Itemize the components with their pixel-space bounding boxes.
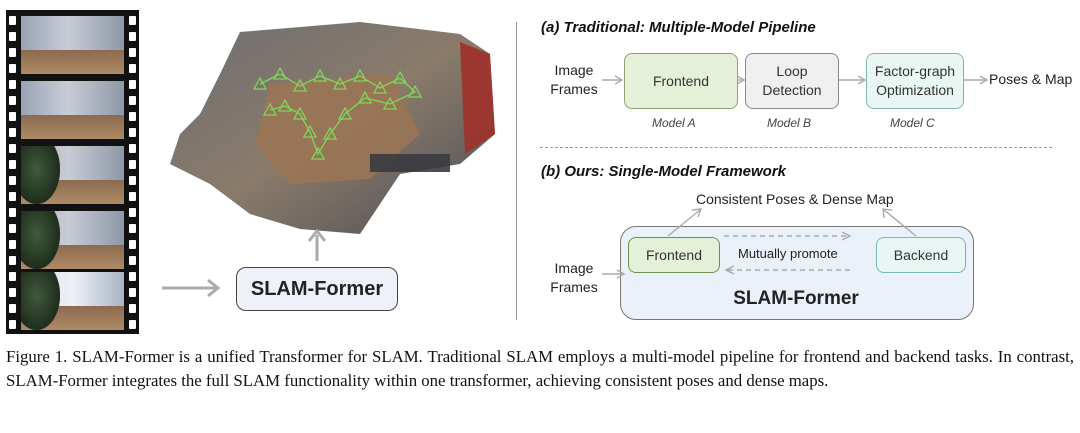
film-sprocket-hole bbox=[9, 80, 16, 89]
film-sprocket-hole bbox=[9, 128, 16, 137]
film-sprocket-hole bbox=[129, 176, 136, 185]
model-a-label: Model A bbox=[652, 116, 696, 130]
film-sprocket-hole bbox=[129, 160, 136, 169]
pipeline-a-title: (a) Traditional: Multiple-Model Pipeline bbox=[541, 19, 816, 36]
film-sprocket-hole bbox=[129, 64, 136, 73]
mutually-promote-label: Mutually promote bbox=[738, 246, 838, 261]
camera-frustum bbox=[332, 76, 348, 90]
film-sprocket-hole bbox=[9, 64, 16, 73]
kitchen-counter bbox=[370, 154, 450, 172]
frontend-box-b: Frontend bbox=[628, 237, 720, 273]
pipeline-a-arrows bbox=[602, 75, 989, 85]
frame-thumbnail bbox=[21, 81, 124, 139]
film-sprocket-hole bbox=[9, 16, 16, 25]
camera-frustum bbox=[277, 98, 293, 112]
frontend-label: Frontend bbox=[652, 72, 710, 89]
film-sprocket-hole bbox=[9, 208, 16, 217]
up-arrow bbox=[307, 228, 327, 261]
film-sprocket-hole bbox=[129, 80, 136, 89]
camera-frustum bbox=[252, 76, 268, 90]
camera-trajectory bbox=[252, 66, 423, 160]
film-sprocket-hole bbox=[9, 160, 16, 169]
backend-label: Backend bbox=[893, 246, 949, 263]
right-arrow bbox=[162, 278, 221, 298]
camera-frustum bbox=[382, 96, 398, 110]
red-wall bbox=[460, 42, 495, 154]
film-sprocket-hole bbox=[129, 96, 136, 105]
film-sprocket-hole bbox=[129, 320, 136, 329]
film-sprocket-hole bbox=[9, 96, 16, 105]
framework-b-arrows bbox=[602, 208, 917, 279]
camera-frustum bbox=[372, 80, 388, 94]
film-sprocket-hole bbox=[9, 192, 16, 201]
framework-b-output-label: Consistent Poses & Dense Map bbox=[696, 191, 894, 207]
film-sprocket-hole bbox=[9, 272, 16, 281]
camera-frustum bbox=[337, 106, 353, 120]
factor-graph-box: Factor-graph Optimization bbox=[866, 53, 964, 109]
pipeline-a-output-label: Poses & Map bbox=[989, 71, 1073, 87]
frontend-box: Frontend bbox=[624, 53, 738, 109]
backend-box: Backend bbox=[876, 237, 966, 273]
figure-caption: Figure 1. SLAM-Former is a unified Trans… bbox=[6, 347, 1074, 390]
film-sprocket-hole bbox=[129, 32, 136, 41]
film-sprocket-hole bbox=[129, 192, 136, 201]
point-cloud-reconstruction bbox=[170, 22, 495, 234]
camera-frustum bbox=[272, 66, 288, 80]
loop-detection-box: Loop Detection bbox=[745, 53, 839, 109]
camera-frustum bbox=[357, 90, 373, 104]
frame-thumbnail bbox=[21, 146, 124, 204]
film-sprocket-hole bbox=[129, 256, 136, 265]
camera-frustum bbox=[322, 126, 338, 140]
camera-frustum bbox=[292, 78, 308, 92]
model-c-label: Model C bbox=[890, 116, 935, 130]
frame-thumbnail bbox=[21, 272, 124, 330]
film-sprocket-hole bbox=[9, 144, 16, 153]
factor-graph-label: Factor-graph Optimization bbox=[874, 63, 956, 98]
frontend-b-label: Frontend bbox=[645, 246, 703, 263]
film-sprocket-hole bbox=[9, 224, 16, 233]
camera-frustum bbox=[310, 146, 326, 160]
film-sprocket-hole bbox=[9, 256, 16, 265]
film-sprocket-hole bbox=[9, 304, 16, 313]
slam-former-container-label: SLAM-Former bbox=[733, 288, 859, 309]
camera-frustum bbox=[312, 68, 328, 82]
camera-frustum bbox=[262, 102, 278, 116]
pipeline-a-input-label: Image Frames bbox=[550, 62, 598, 97]
film-sprocket-hole bbox=[129, 128, 136, 137]
film-sprocket-hole bbox=[129, 16, 136, 25]
film-sprocket-hole bbox=[9, 48, 16, 57]
section-separator bbox=[540, 147, 1052, 148]
framework-b-input-label: Image Frames bbox=[550, 260, 598, 295]
film-sprocket-hole bbox=[129, 272, 136, 281]
film-sprocket-hole bbox=[9, 112, 16, 121]
film-sprocket-hole bbox=[9, 320, 16, 329]
camera-frustum bbox=[302, 124, 318, 138]
section-divider bbox=[516, 22, 517, 320]
film-sprocket-hole bbox=[129, 224, 136, 233]
camera-frustum bbox=[292, 106, 308, 120]
film-sprocket-hole bbox=[129, 48, 136, 57]
frame-thumbnail bbox=[21, 211, 124, 269]
film-sprocket-hole bbox=[129, 240, 136, 249]
film-sprocket-hole bbox=[129, 144, 136, 153]
film-sprocket-hole bbox=[129, 288, 136, 297]
film-sprocket-hole bbox=[9, 240, 16, 249]
camera-frustum bbox=[352, 68, 368, 82]
film-sprocket-hole bbox=[9, 176, 16, 185]
framework-b-title: (b) Ours: Single-Model Framework bbox=[541, 163, 787, 180]
image-frames-filmstrip bbox=[6, 10, 139, 334]
film-sprocket-hole bbox=[9, 32, 16, 41]
film-sprocket-hole bbox=[9, 288, 16, 297]
film-sprocket-hole bbox=[129, 304, 136, 313]
camera-frustum bbox=[407, 84, 423, 98]
film-sprocket-hole bbox=[129, 112, 136, 121]
slam-former-box: SLAM-Former bbox=[236, 267, 398, 311]
loop-detection-label: Loop Detection bbox=[762, 63, 822, 98]
film-sprocket-hole bbox=[129, 208, 136, 217]
camera-frustum bbox=[392, 70, 408, 84]
model-b-label: Model B bbox=[767, 116, 812, 130]
frame-thumbnail bbox=[21, 16, 124, 74]
